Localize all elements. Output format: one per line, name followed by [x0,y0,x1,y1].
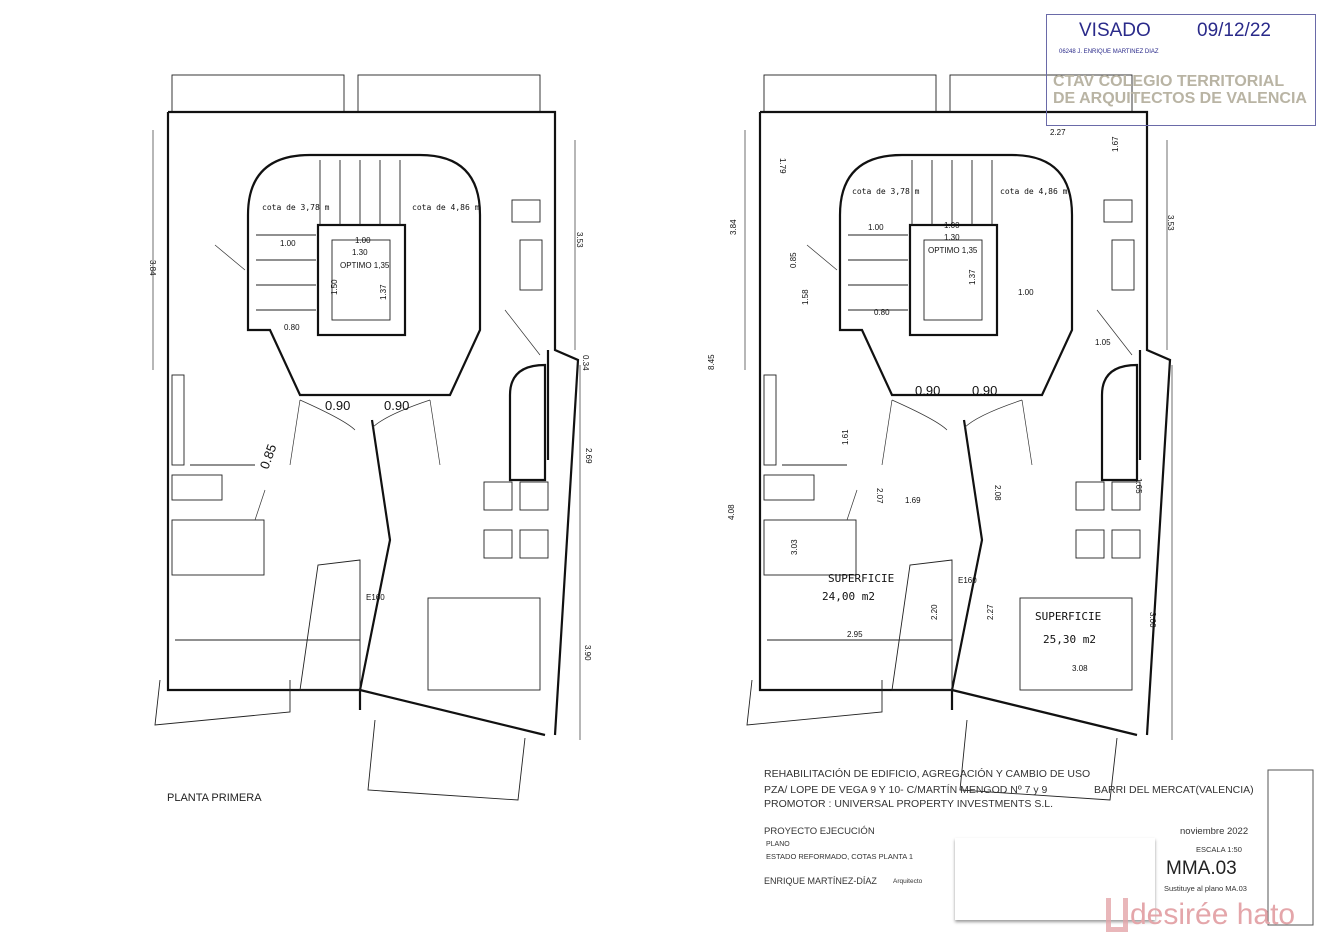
dim: 0.85 [257,442,280,471]
dim: 3.00 [1148,612,1157,628]
watermark-logo-icon [1106,898,1128,932]
cota-right: cota de 4,86 m [412,203,480,212]
dim: 0.90 [325,398,350,413]
dim: 1.65 [1134,478,1143,494]
dim: 0.90 [915,383,940,398]
dim: 3.84 [729,219,738,235]
project-address: PZA/ LOPE DE VEGA 9 Y 10- C/MARTÍN MENGO… [764,784,1048,796]
cota-right: cota de 4,86 m [1000,187,1068,196]
dim: 1.69 [905,496,921,505]
dim: 0.80 [284,323,300,332]
dim: 2.95 [847,630,863,639]
room1-area: 24,00 m2 [822,590,875,603]
room1-label: SUPERFICIE [828,572,894,585]
dim: 1.37 [379,284,388,300]
ctav-stamp-logo: CTAV COLEGIO TERRITORIAL DE ARQUITECTOS … [1053,73,1307,107]
dim: 0.85 [789,252,798,268]
project-date: noviembre 2022 [1180,826,1249,837]
dim: 1.58 [801,289,810,305]
blank-overlay [955,838,1155,920]
dim: 1.00 [944,221,960,230]
dim: 1.00 [1018,288,1034,297]
dim: 1.00 [280,239,296,248]
dim: 8.45 [707,354,716,370]
dim: 3.08 [1072,664,1088,673]
dim: 2.27 [1050,128,1066,137]
room2-label: SUPERFICIE [1035,610,1101,623]
dim: E160 [366,593,385,602]
dim: 3.53 [575,232,584,248]
project-phase: PROYECTO EJECUCIÓN [764,826,875,837]
dim: 0.90 [972,383,997,398]
dim: 3.03 [790,539,799,555]
dim: 0.34 [581,355,590,371]
plan-title: PLANTA PRIMERA [167,792,262,804]
plano-name: ESTADO REFORMADO, COTAS PLANTA 1 [766,852,914,861]
left-plan-labels: cota de 3,78 m cota de 4,86 m 1.00 1.00 … [148,203,593,804]
dim: 2.69 [584,448,593,464]
dim: 1.30 [944,233,960,242]
dim: 1.37 [968,269,977,285]
dim: 1.00 [355,236,371,245]
dim: 1.50 [330,279,339,295]
dim: 1.00 [868,223,884,232]
architect-role: Arquitecto [893,878,923,885]
left-floor-plan [151,73,582,802]
dim: 3.90 [583,645,592,661]
visado-date: 09/12/22 [1197,20,1271,41]
scale: ESCALA 1:50 [1196,845,1242,854]
dim: 0.90 [384,398,409,413]
dim: OPTIMO 1,35 [340,261,390,270]
dim: 4.08 [727,504,736,520]
dim: 1.05 [1095,338,1111,347]
visado-label: VISADO [1079,20,1151,41]
dim: 1.61 [841,429,850,445]
project-location: BARRI DEL MERCAT(VALENCIA) [1094,784,1254,796]
title-block-frame [1267,769,1314,926]
visado-stamp: VISADO 09/12/22 06248 J. ENRIQUE MARTINE… [1046,14,1316,126]
plano-label: PLANO [766,841,790,848]
replaces-sheet: Sustituye al plano MA.03 [1164,884,1247,893]
stamp-architect: 06248 J. ENRIQUE MARTINEZ DIAZ [1059,49,1159,55]
dim: 3.53 [1166,215,1175,231]
architect-name: ENRIQUE MARTÍNEZ-DÍAZ [764,876,877,886]
cota-left: cota de 3,78 m [852,187,920,196]
room2-area: 25,30 m2 [1043,633,1096,646]
promoter: PROMOTOR : UNIVERSAL PROPERTY INVESTMENT… [764,798,1054,810]
right-floor-plan [743,73,1174,802]
dim: 1.30 [352,248,368,257]
right-plan-labels: cota de 3,78 m cota de 4,86 m 1.00 1.00 … [707,128,1175,673]
dim: 2.07 [875,488,884,504]
dim: 1.67 [1111,136,1120,152]
watermark: desirée hato [1130,898,1296,931]
dim: 2.27 [986,604,995,620]
sheet-number: MMA.03 [1166,858,1237,879]
dim: 2.20 [930,604,939,620]
dim: 2.08 [993,485,1002,501]
dim: 0.80 [874,308,890,317]
cota-left: cota de 3,78 m [262,203,330,212]
dim: OPTIMO 1,35 [928,246,978,255]
dim: 1.79 [778,158,787,174]
dim: E160 [958,576,977,585]
dim: 3.84 [148,260,157,276]
project-title: REHABILITACIÓN DE EDIFICIO, AGREGACIÓN Y… [764,768,1091,780]
